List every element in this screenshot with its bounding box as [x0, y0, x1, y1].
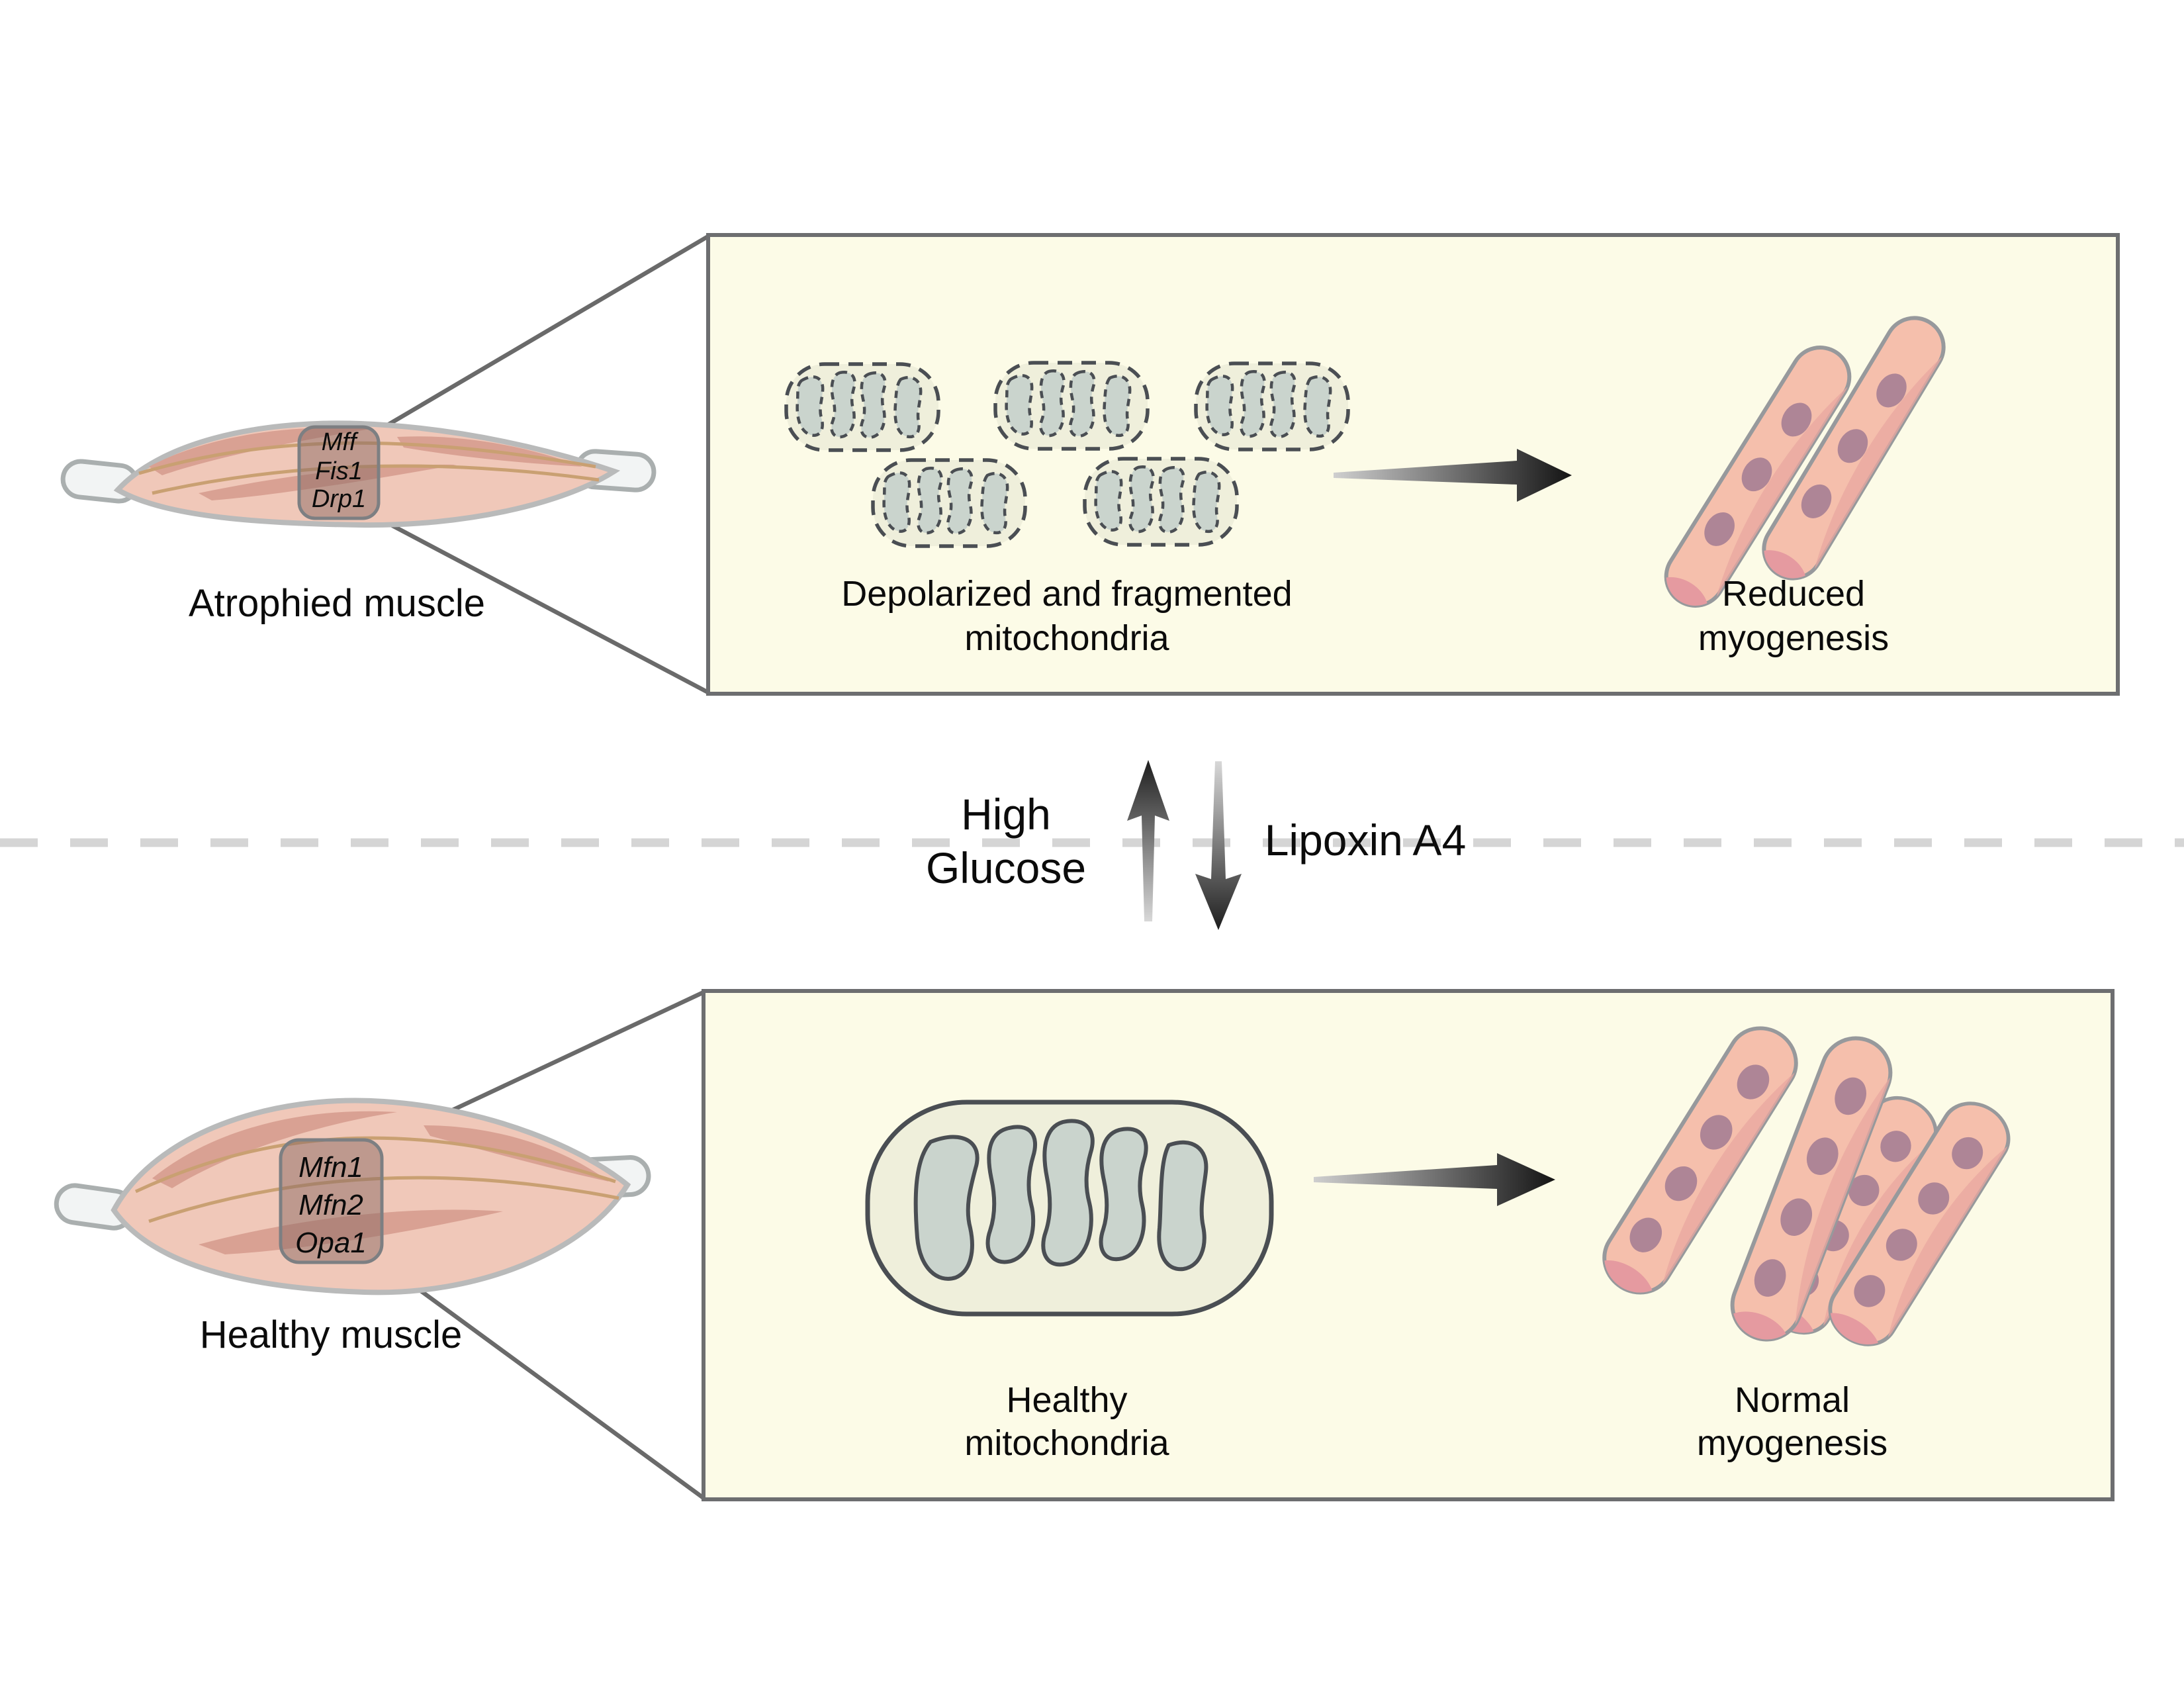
arrow-right-icon: [1334, 449, 1572, 502]
top-zoom-connectors: [377, 234, 709, 694]
normal-myogenesis-caption-line1: Normal: [1735, 1380, 1850, 1420]
gene-label-drp1: Drp1: [312, 485, 366, 513]
atrophied-muscle-illustration: Mff Fis1 Drp1: [60, 420, 657, 528]
reduced-myogenesis-caption-line2: myogenesis: [1698, 618, 1889, 658]
fragmented-mito-caption-line2: mitochondria: [964, 618, 1169, 658]
arrow-down-icon: [1195, 761, 1242, 930]
high-glucose-label-line1: High: [961, 790, 1051, 839]
lipoxin-a4-label: Lipoxin A4: [1265, 816, 1467, 865]
gene-label-mfn2: Mfn2: [298, 1189, 363, 1221]
reduced-myogenesis-caption-line1: Reduced: [1722, 574, 1865, 614]
healthy-mitochondrion: [865, 1100, 1274, 1317]
arrow-right-icon: [1314, 1153, 1555, 1206]
healthy-mito-caption-line2: mitochondria: [964, 1423, 1169, 1463]
healthy-mito-caption-line1: Healthy: [1006, 1380, 1127, 1420]
gene-label-fis1: Fis1: [315, 457, 363, 485]
gene-label-opa1: Opa1: [295, 1227, 367, 1259]
gene-label-mfn1: Mfn1: [298, 1151, 363, 1184]
healthy-muscle-label: Healthy muscle: [200, 1313, 462, 1356]
gene-label-box: [279, 1138, 384, 1264]
atrophied-muscle-label: Atrophied muscle: [189, 582, 485, 625]
gene-label-mff: Mff: [322, 428, 359, 456]
fragmented-mito-caption-line1: Depolarized and fragmented: [841, 574, 1292, 614]
high-glucose-label-line2: Glucose: [926, 843, 1086, 892]
arrow-up-icon: [1127, 760, 1169, 921]
gene-label-box: [297, 425, 381, 520]
normal-myogenesis-caption-line2: myogenesis: [1697, 1423, 1888, 1463]
healthy-muscle-illustration: Mfn1 Mfn2 Opa1: [54, 1098, 651, 1295]
